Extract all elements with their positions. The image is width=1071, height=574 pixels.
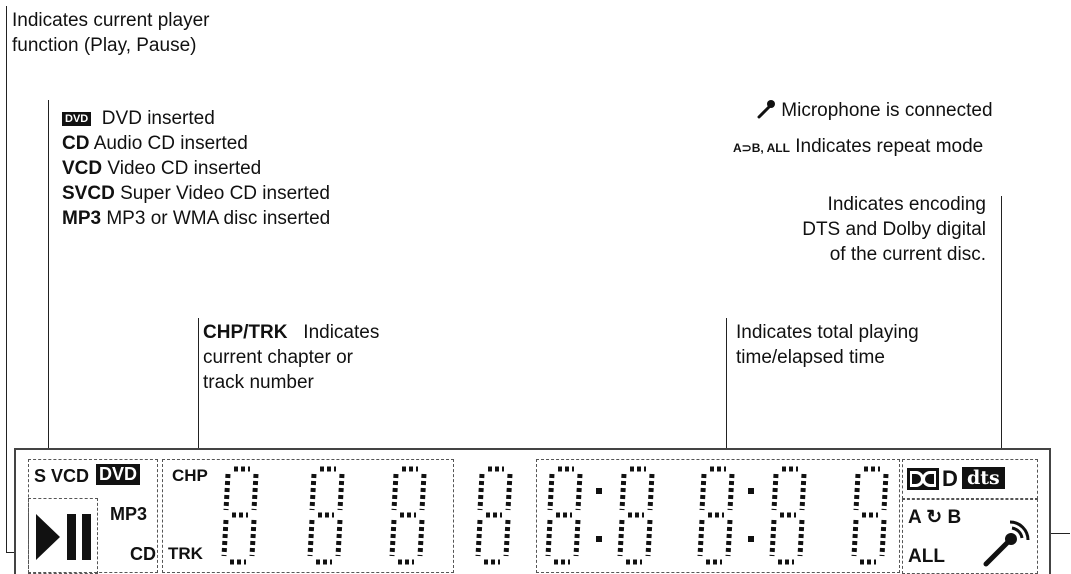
time-separator-2	[596, 536, 602, 542]
chapter-line-3: track number	[203, 372, 314, 393]
leader-line-player-vertical	[6, 6, 7, 552]
time-digit-2	[617, 466, 655, 565]
encoding-line-3: of the current disc.	[829, 244, 986, 265]
play-pause-icon	[36, 514, 91, 560]
encoding-note: Indicates encoding DTS and Dolby digital…	[700, 192, 986, 267]
disc-type-cd: CD Audio CD inserted	[62, 131, 330, 156]
leader-line-encoding	[1001, 196, 1002, 460]
trk-indicator: TRK	[168, 544, 203, 563]
microphone-note-text: Microphone is connected	[781, 100, 993, 121]
chapter-line-2: current chapter or	[203, 347, 353, 368]
chapter-code: CHP/TRK	[203, 322, 288, 343]
disc-type-mp3-text: MP3 or WMA disc inserted	[106, 208, 331, 229]
dts-logo-icon: dts	[962, 467, 1005, 489]
repeat-mode-code: A⊃B, ALL	[733, 141, 790, 155]
leader-line-disc	[48, 100, 49, 458]
time-line-2: time/elapsed time	[736, 347, 885, 368]
disc-type-cd-text: Audio CD inserted	[93, 133, 248, 154]
disc-type-mp3-code: MP3	[62, 208, 102, 229]
time-separator-1	[596, 488, 602, 494]
chp-indicator: CHP	[172, 466, 208, 485]
time-indicator-box	[536, 459, 900, 573]
leader-line-time	[726, 318, 727, 460]
dvd-indicator: DVD	[96, 464, 141, 485]
player-function-line-1: Indicates current player	[12, 10, 210, 31]
microphone-icon	[757, 100, 775, 119]
time-digit-3	[697, 466, 735, 565]
chapter-digit-1	[221, 466, 259, 565]
repeat-note: A⊃B, ALL Indicates repeat mode	[733, 134, 983, 161]
disc-type-svcd-text: Super Video CD inserted	[120, 183, 330, 204]
svcd-indicator: S VCD	[34, 466, 90, 486]
chapter-line-1: CHP/TRK Indicates	[203, 320, 379, 345]
disc-type-vcd-code: VCD	[62, 158, 103, 179]
microphone-note: Microphone is connected	[756, 98, 993, 123]
time-digit-1	[545, 466, 583, 565]
dolby-icon	[907, 468, 939, 490]
disc-type-dvd-text: DVD inserted	[101, 108, 215, 129]
player-function-note: Indicates current player function (Play,…	[12, 8, 210, 58]
repeat-ab-indicator: A ↻ B	[908, 507, 962, 528]
repeat-all-indicator: ALL	[908, 546, 945, 567]
encoding-line-1: Indicates encoding	[827, 194, 986, 215]
chapter-indicator-box	[162, 459, 454, 573]
middle-digit	[475, 466, 513, 565]
digital-d-indicator: D	[942, 466, 958, 491]
disc-type-svcd-code: SVCD	[62, 183, 115, 204]
disc-type-cd-code: CD	[62, 133, 90, 154]
cd-indicator: CD	[130, 544, 156, 564]
time-digit-5	[851, 466, 889, 565]
disc-type-svcd: SVCD Super Video CD inserted	[62, 181, 330, 206]
disc-type-list: DVD DVD inserted CD Audio CD inserted VC…	[62, 106, 330, 231]
dvd-logo-icon: DVD	[62, 112, 92, 126]
disc-type-vcd-text: Video CD inserted	[107, 158, 262, 179]
mp3-indicator: MP3	[110, 504, 148, 524]
chapter-digit-2	[307, 466, 345, 565]
time-separator-4	[748, 536, 754, 542]
microphone-display-icon	[983, 520, 1030, 567]
disc-type-dvd: DVD DVD inserted	[62, 106, 330, 131]
time-note: Indicates total playing time/elapsed tim…	[736, 320, 919, 370]
disc-type-mp3: MP3 MP3 or WMA disc inserted	[62, 206, 330, 231]
player-function-line-2: function (Play, Pause)	[12, 35, 197, 56]
chapter-note: CHP/TRK Indicates current chapter or tra…	[203, 320, 379, 395]
leader-line-microphone	[1040, 533, 1070, 534]
chapter-digit-3	[389, 466, 427, 565]
leader-line-chapter	[198, 318, 199, 460]
time-line-1: Indicates total playing	[736, 322, 919, 343]
repeat-note-text: Indicates repeat mode	[795, 136, 984, 157]
chapter-line-1-text: Indicates	[303, 322, 380, 343]
disc-type-vcd: VCD Video CD inserted	[62, 156, 330, 181]
time-digit-4	[769, 466, 807, 565]
encoding-line-2: DTS and Dolby digital	[802, 219, 986, 240]
encoding-indicator-box	[902, 459, 1038, 499]
time-separator-3	[748, 488, 754, 494]
